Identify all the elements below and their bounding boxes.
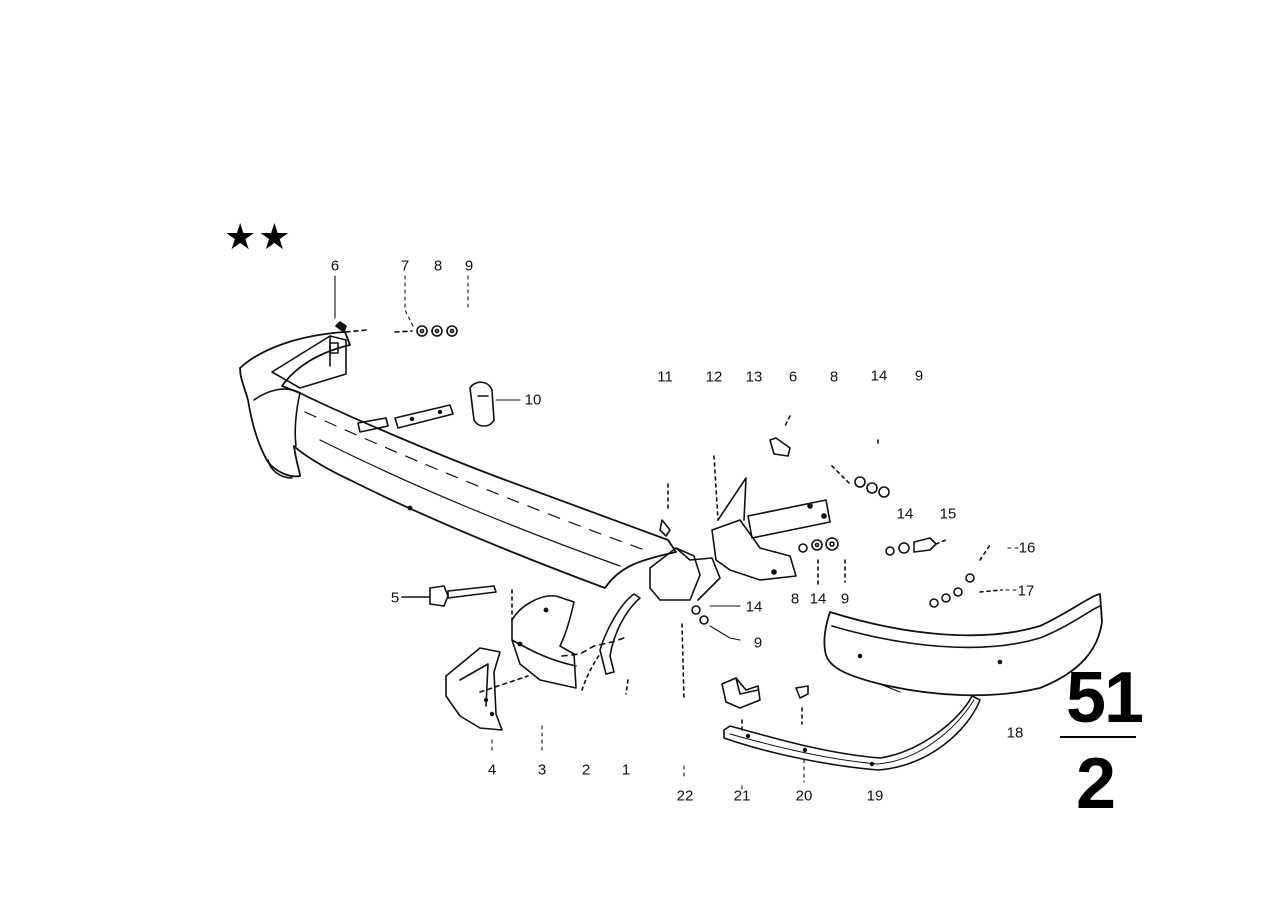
left-end-bracket xyxy=(271,321,367,389)
washer-set-center xyxy=(798,537,846,587)
bolt-15 xyxy=(885,537,947,556)
callout-14-upper-right: 14 xyxy=(870,367,888,385)
bolt-5 xyxy=(401,585,497,607)
center-mount-bracket xyxy=(649,455,831,601)
callout-13: 13 xyxy=(745,368,763,386)
callout-8-center: 8 xyxy=(790,590,800,608)
callout-15: 15 xyxy=(939,505,957,523)
callout-11: 11 xyxy=(657,368,673,386)
right-bumper-end xyxy=(823,593,1103,697)
guard-bracket-3 xyxy=(511,589,625,689)
rubber-strip xyxy=(723,695,981,771)
strip-and-pad xyxy=(357,381,495,433)
callout-22: 22 xyxy=(676,787,694,805)
callout-12: 12 xyxy=(705,368,723,386)
trim-piece-4 xyxy=(445,647,529,731)
callout-7: 7 xyxy=(400,257,410,275)
callout-2: 2 xyxy=(581,761,591,779)
washer-set-top-left xyxy=(394,325,458,337)
clip-21 xyxy=(721,677,761,731)
callout-17: 17 xyxy=(1017,582,1035,600)
nuts-16-17 xyxy=(929,544,1003,608)
callout-20: 20 xyxy=(795,787,813,805)
callout-9-lower: 9 xyxy=(753,634,763,652)
callout-3: 3 xyxy=(537,761,547,779)
callout-6-bolt: 6 xyxy=(788,368,798,386)
callout-14-center: 14 xyxy=(809,590,827,608)
callout-16: 16 xyxy=(1018,539,1036,557)
trim-piece-2 xyxy=(581,653,601,691)
callout-10: 10 xyxy=(524,391,542,409)
fasteners-14-9-lower xyxy=(681,605,709,701)
group-number-divider xyxy=(1060,736,1136,738)
group-number-sub: 2 xyxy=(1076,744,1116,824)
callout-9-center: 9 xyxy=(840,590,850,608)
callout-9-top: 9 xyxy=(464,257,474,275)
callout-4: 4 xyxy=(487,761,497,779)
top-right-fasteners xyxy=(769,415,890,498)
callout-9-upper-right: 9 xyxy=(914,367,924,385)
callout-6-left-bracket: 6 xyxy=(330,257,340,275)
callout-14-lower: 14 xyxy=(745,598,763,616)
series-stars-marker: ★★ xyxy=(224,217,293,258)
callout-14-bolt: 14 xyxy=(896,505,914,523)
group-number-main: 51 xyxy=(1066,658,1144,738)
trim-piece-1 xyxy=(599,593,641,695)
bumper-bar xyxy=(239,331,677,589)
callout-21: 21 xyxy=(733,787,751,805)
callout-5: 5 xyxy=(390,589,400,607)
callout-18: 18 xyxy=(1006,724,1024,742)
callout-1: 1 xyxy=(621,761,631,779)
callout-8-top: 8 xyxy=(433,257,443,275)
callout-8-upper-right: 8 xyxy=(829,368,839,386)
leader-lines xyxy=(334,275,1019,793)
callout-19: 19 xyxy=(866,787,884,805)
screw-20 xyxy=(795,685,809,725)
